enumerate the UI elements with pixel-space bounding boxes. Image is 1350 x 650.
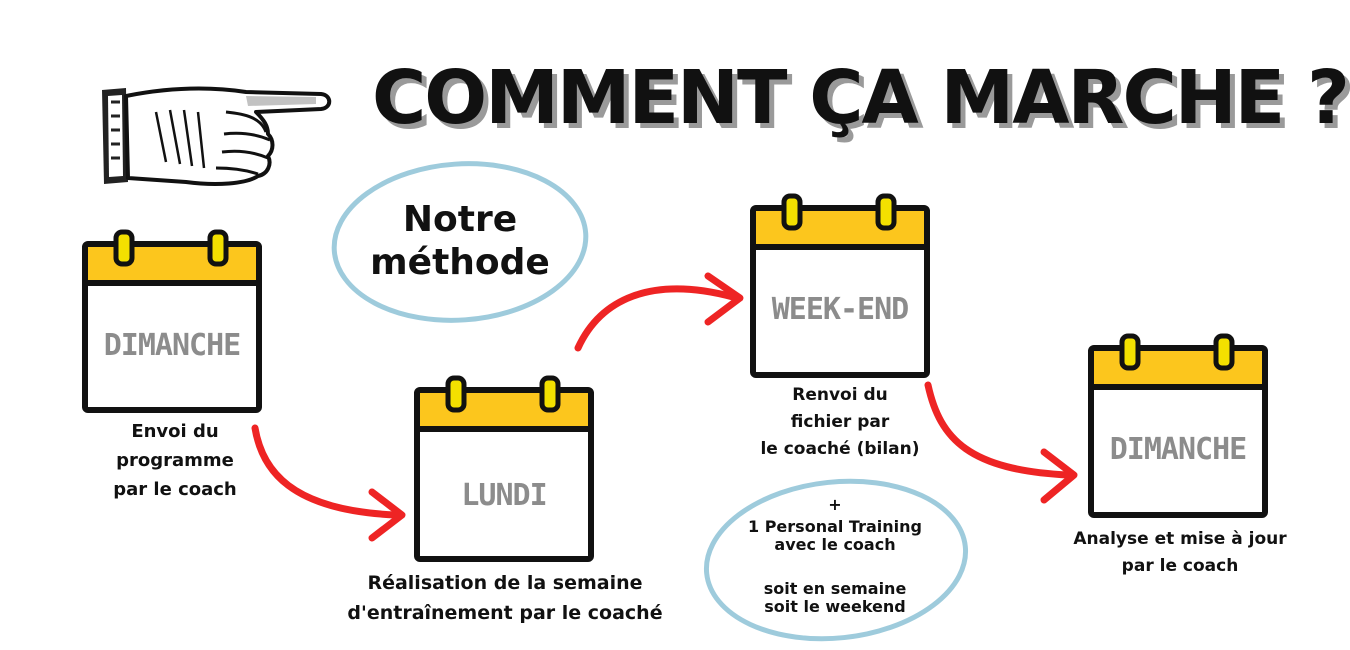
bonus-line-2: soit en semaine soit le weekend <box>763 579 907 617</box>
calendar-icon <box>82 229 262 413</box>
day-label: WEEK-END <box>771 292 910 327</box>
page-title: COMMENT ÇA MARCHE ? <box>372 55 1350 141</box>
bonus-line-1: 1 Personal Training avec le coach <box>748 517 922 555</box>
calendar-icon <box>414 375 594 562</box>
step-1-caption: Envoi du programme par le coach <box>113 421 237 500</box>
method-bubble <box>331 161 589 323</box>
arrow-weekend-to-dimanche <box>924 381 1078 504</box>
step-3-caption: Renvoi du fichier par le coaché (bilan) <box>760 385 920 460</box>
calendar-icon <box>750 193 930 378</box>
bonus-plus: + <box>828 495 842 514</box>
pointing-hand-icon <box>102 86 332 186</box>
method-label-text: Notre méthode <box>370 198 550 283</box>
calendar-step-4: DIMANCHE <box>1088 332 1268 518</box>
day-label: LUNDI <box>461 478 547 513</box>
step-4-caption: Analyse et mise à jour par le coach <box>1073 529 1287 577</box>
calendar-icon <box>1088 333 1268 518</box>
method-label: Notre méthode <box>340 166 580 316</box>
arrow-lundi-to-weekend <box>574 272 744 352</box>
step-2-caption: Réalisation de la semaine d'entraînement… <box>347 572 663 625</box>
day-label: DIMANCHE <box>1109 432 1248 467</box>
bonus-bubble <box>703 478 969 642</box>
calendar-step-1: DIMANCHE <box>82 228 262 413</box>
calendar-step-2: LUNDI <box>414 374 594 562</box>
arrow-dimanche-to-lundi <box>251 424 406 542</box>
calendar-step-3: WEEK-END <box>750 192 930 378</box>
day-label: DIMANCHE <box>103 328 242 363</box>
